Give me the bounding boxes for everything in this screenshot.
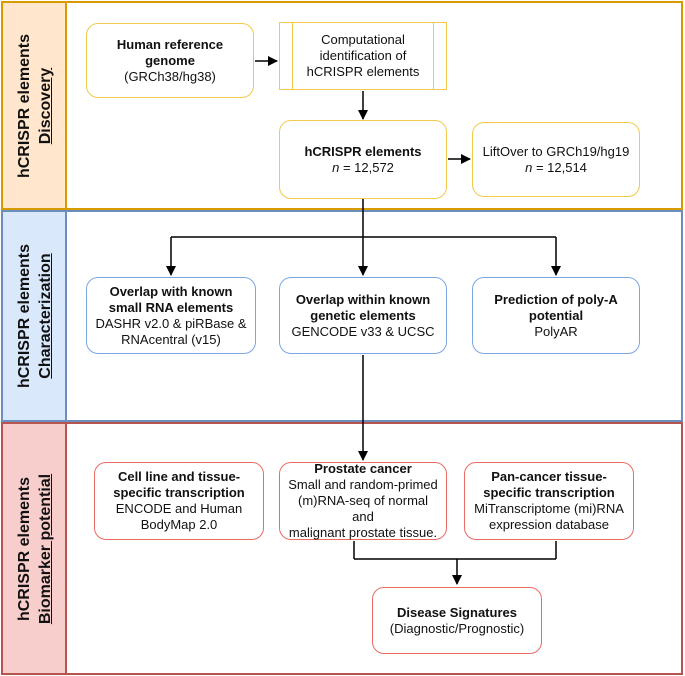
node-hcrispr-title: hCRISPR elements [304, 143, 422, 159]
node-prostate-title-line1: Prostate cancer [314, 461, 412, 476]
node-computational-line3: hCRISPR elements [306, 64, 420, 79]
node-genetic-elements-overlap: Overlap within known genetic elements GE… [279, 277, 447, 354]
node-small-rna-title-line2: small RNA elements [108, 299, 234, 315]
node-small-rna-overlap: Overlap with known small RNA elements DA… [86, 277, 256, 354]
node-polya-title-line1: Prediction of poly-A [494, 291, 618, 307]
node-hcrispr-elements: hCRISPR elements n = 12,572 [279, 120, 447, 199]
node-human-reference-genome: Human reference genome (GRCh38/hg38) [86, 23, 254, 98]
node-small-rna-body-line2: RNAcentral (v15) [121, 331, 221, 347]
node-small-rna-title-line1: Overlap with known [109, 283, 233, 299]
node-cell-line-tissue: Cell line and tissue- specific transcrip… [94, 462, 264, 540]
node-cell-line-body-line1: ENCODE and Human [115, 501, 243, 516]
node-prostate-body-line1: Small and random-primed [288, 477, 438, 492]
node-computational-line2: identification of [319, 48, 407, 63]
node-human-reference-body: (GRCh38/hg38) [124, 68, 216, 84]
node-cell-line-title-line1: Cell line and tissue- [117, 469, 241, 484]
node-computational-line1: Computational [321, 32, 405, 47]
section-characterization-label-panel: hCRISPR elements Characterization [3, 212, 67, 420]
node-prostate-body-line3: malignant prostate tissue. [288, 525, 438, 540]
node-liftover-count: n = 12,514 [525, 160, 587, 176]
node-cell-line-title-line2: specific transcription [113, 485, 245, 500]
section-biomarker: hCRISPR elements Biomarker potential [1, 422, 683, 675]
node-pan-cancer-body-line2: expression database [489, 517, 609, 532]
node-pan-cancer-body-line1: MiTranscriptome (mi)RNA [474, 501, 624, 516]
node-genetic-title-line1: Overlap within known [295, 291, 431, 307]
node-disease-title-line1: Disease Signatures [397, 604, 517, 620]
node-polya-title-line2: potential [528, 307, 584, 323]
section-discovery-label-panel: hCRISPR elements Discovery [3, 3, 67, 208]
node-pan-cancer: Pan-cancer tissue- specific transcriptio… [464, 462, 634, 540]
node-human-reference-title-line2: genome [145, 52, 195, 68]
node-hcrispr-n-label: n [332, 159, 340, 175]
node-liftover-n-label: n [525, 159, 533, 175]
section-characterization: hCRISPR elements Characterization [1, 210, 683, 422]
node-liftover-n-value: = 12,514 [532, 159, 587, 175]
node-liftover-line1: LiftOver to GRCh19/hg19 [482, 143, 630, 159]
node-hcrispr-count: n = 12,572 [332, 160, 394, 176]
node-genetic-title-line2: genetic elements [310, 307, 416, 323]
section-biomarker-label-panel: hCRISPR elements Biomarker potential [3, 424, 67, 673]
node-disease-body-line1: (Diagnostic/Prognostic) [389, 620, 525, 636]
node-pan-cancer-title-line1: Pan-cancer tissue- [491, 469, 607, 484]
node-genetic-body-line1: GENCODE v33 & UCSC [291, 323, 435, 339]
node-human-reference-title-line1: Human reference [116, 36, 224, 52]
node-liftover: LiftOver to GRCh19/hg19 n = 12,514 [472, 122, 640, 197]
section-discovery: hCRISPR elements Discovery [1, 1, 683, 210]
node-polya-prediction: Prediction of poly-A potential PolyAR [472, 277, 640, 354]
node-prostate-cancer: Prostate cancer Small and random-primed … [279, 461, 447, 540]
node-prostate-body-line2: (m)RNA-seq of normal and [297, 493, 429, 524]
process-right-bar [433, 23, 434, 89]
node-hcrispr-n-value: = 12,572 [339, 159, 394, 175]
node-disease-signatures: Disease Signatures (Diagnostic/Prognosti… [372, 587, 542, 654]
node-small-rna-body-line1: DASHR v2.0 & piRBase & [95, 315, 247, 331]
node-computational-identification: Computational identification of hCRISPR … [279, 22, 447, 90]
node-pan-cancer-title-line2: specific transcription [483, 485, 615, 500]
process-left-bar [292, 23, 293, 89]
node-cell-line-body-line2: BodyMap 2.0 [140, 517, 218, 532]
node-polya-body-line1: PolyAR [534, 323, 578, 339]
